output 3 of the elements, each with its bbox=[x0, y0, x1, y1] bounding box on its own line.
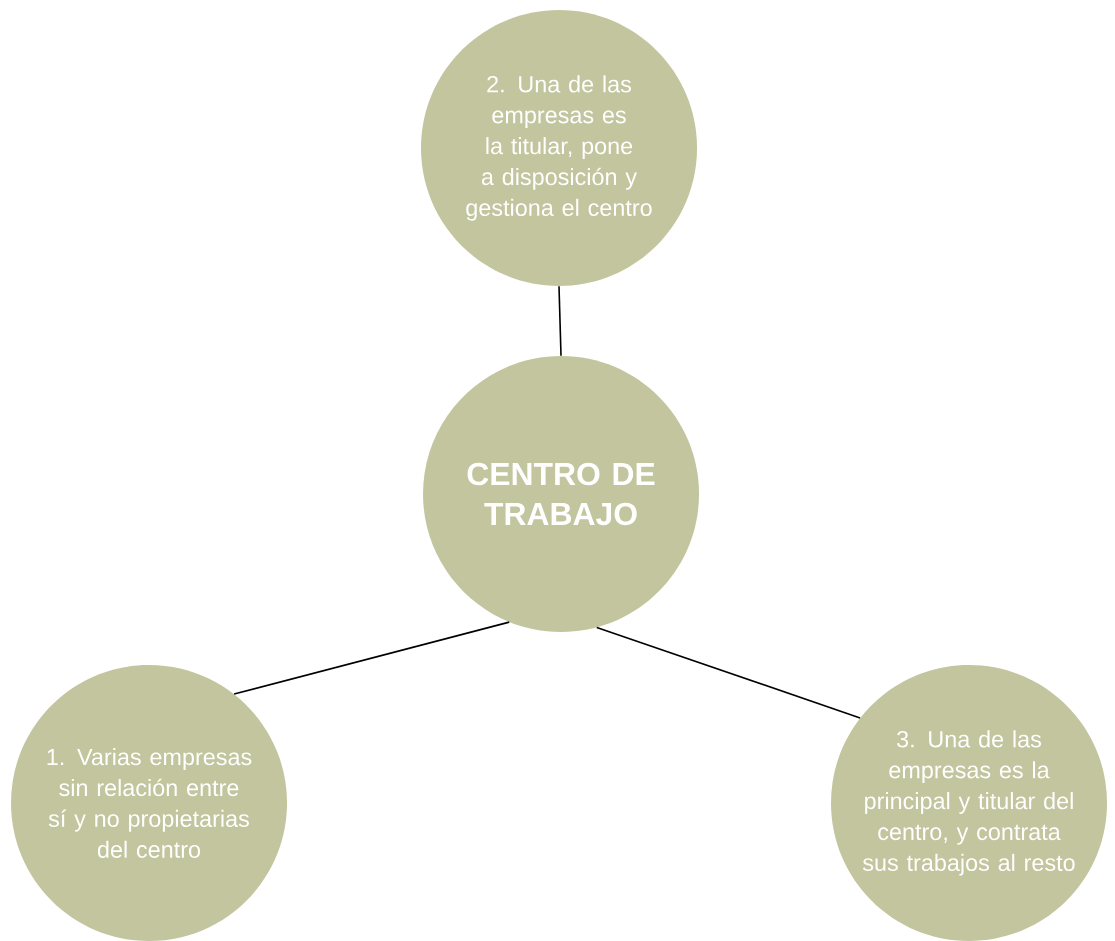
connector-line bbox=[558, 285, 562, 357]
connector-line bbox=[595, 626, 861, 719]
connector-line bbox=[233, 621, 511, 695]
